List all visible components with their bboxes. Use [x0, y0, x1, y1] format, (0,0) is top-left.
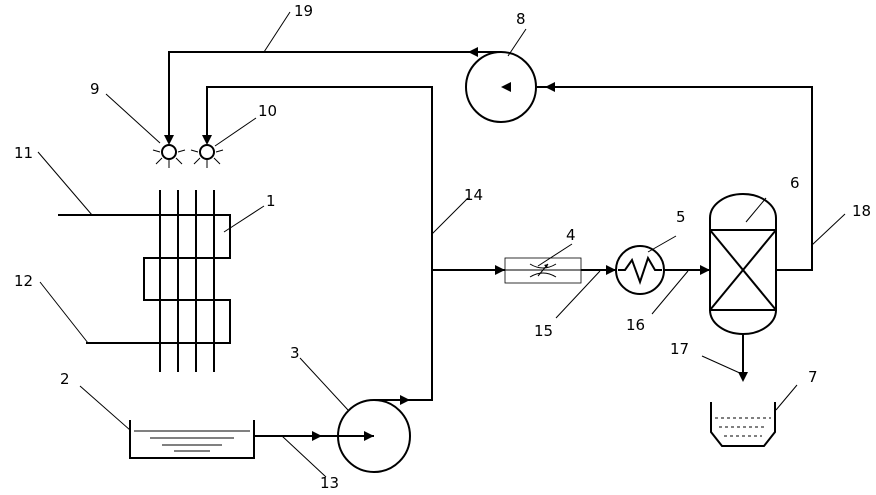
component-labels: 19 8 9 10 11 1 14 4 5 6 18 12 15 16 17 3…	[14, 2, 871, 492]
label-7: 7	[808, 368, 818, 386]
line-19	[168, 51, 501, 143]
line-18	[537, 86, 813, 271]
label-12: 12	[14, 272, 33, 290]
label-4: 4	[566, 226, 576, 244]
label-16: 16	[626, 316, 645, 334]
vessel-body	[710, 402, 776, 447]
throttle-valve	[504, 257, 582, 284]
tank-body	[129, 420, 255, 459]
pump-8	[465, 51, 537, 123]
label-15: 15	[534, 322, 553, 340]
serpentine-plate	[58, 214, 231, 344]
label-8: 8	[516, 10, 526, 28]
label-13: 13	[320, 474, 339, 492]
nozzle-9	[152, 144, 186, 168]
label-17: 17	[670, 340, 689, 358]
label-14: 14	[464, 186, 483, 204]
feed-tank	[129, 420, 255, 459]
heat-exchanger-coil	[618, 255, 662, 286]
label-5: 5	[676, 208, 686, 226]
label-11: 11	[14, 144, 33, 162]
electrode-stack	[58, 190, 231, 372]
label-2: 2	[60, 370, 70, 388]
nozzle-10-body	[199, 144, 215, 160]
label-10: 10	[258, 102, 277, 120]
reactor-column	[709, 193, 777, 335]
pump-8-arrow	[501, 82, 511, 92]
reactor-shell	[709, 193, 777, 335]
label-19: 19	[294, 2, 313, 20]
nozzle-10	[190, 144, 224, 168]
label-3: 3	[290, 344, 300, 362]
line-14	[206, 86, 433, 401]
label-1: 1	[266, 192, 276, 210]
heat-exchanger	[615, 245, 665, 295]
collection-vessel	[710, 402, 776, 447]
leader-lines	[37, 11, 846, 478]
label-6: 6	[790, 174, 800, 192]
nozzle-9-body	[161, 144, 177, 160]
label-18: 18	[852, 202, 871, 220]
label-9: 9	[90, 80, 100, 98]
